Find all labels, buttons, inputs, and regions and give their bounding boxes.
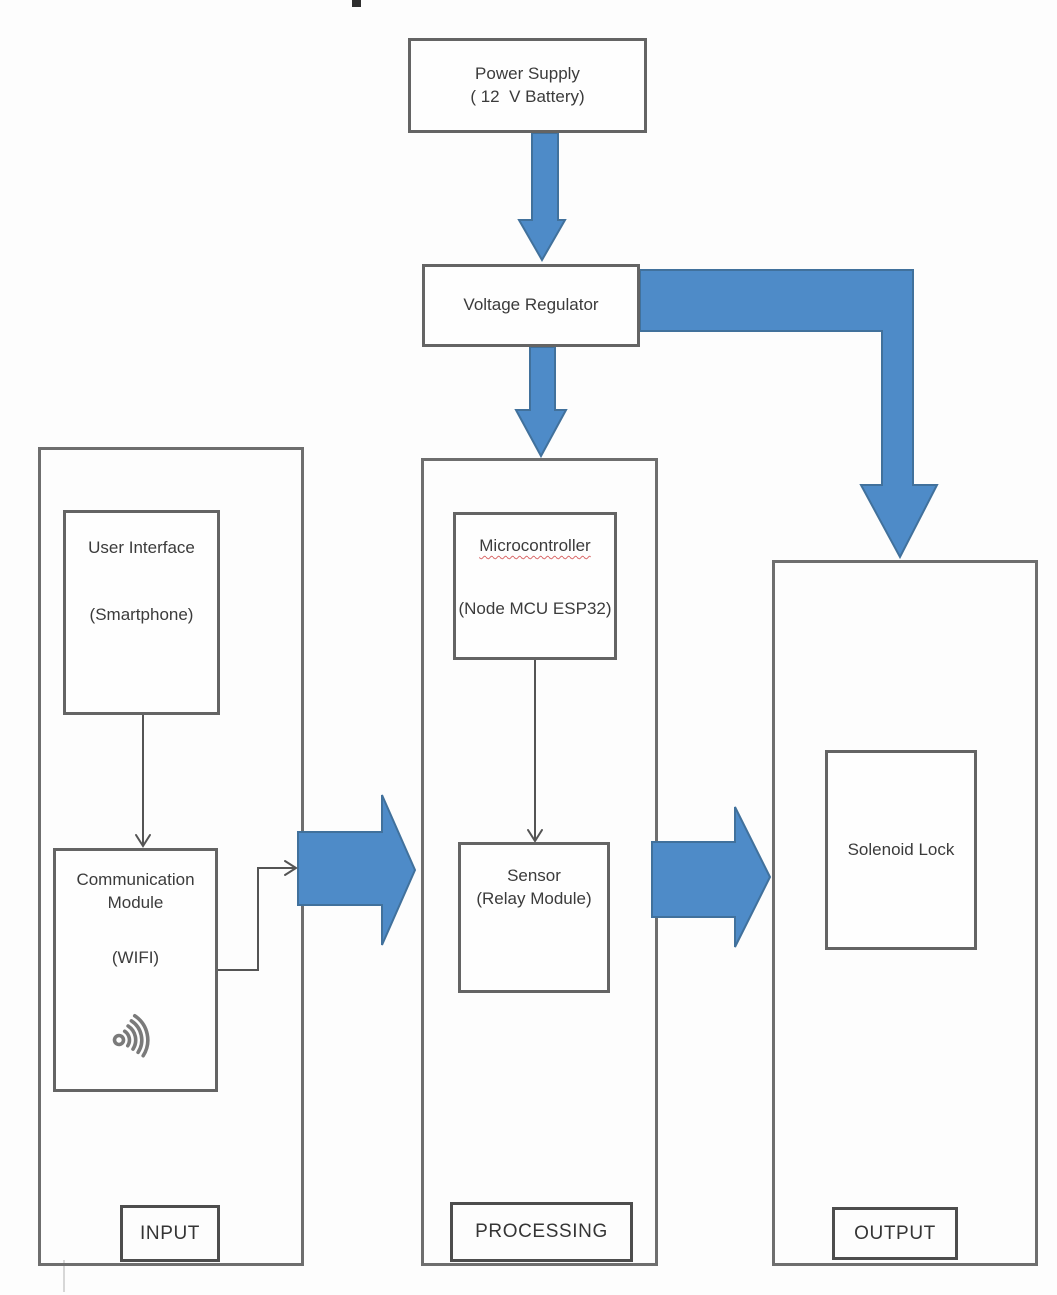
processing-title: PROCESSING <box>475 1221 608 1242</box>
microcontroller-line2: (Node MCU ESP32) <box>458 598 612 618</box>
processing-section-label: PROCESSING <box>450 1202 633 1262</box>
microcontroller-line1: Microcontroller <box>479 536 591 555</box>
communication-module-line2: Module <box>107 892 164 912</box>
sensor-line1: Sensor <box>507 866 561 885</box>
input-section-label: INPUT <box>120 1205 220 1262</box>
output-section-frame <box>772 560 1038 1266</box>
arrowhead-ui-to-comm <box>135 834 151 848</box>
sensor-box: Sensor (Relay Module) <box>458 842 610 993</box>
arrow-input-to-processing <box>297 794 417 946</box>
communication-module-box: Communication Module (WIFI) <box>53 848 218 1092</box>
voltage-regulator-label: Voltage Regulator <box>463 295 599 315</box>
scan-artifact-mark <box>352 0 361 7</box>
input-title: INPUT <box>140 1222 200 1244</box>
power-supply-box: Power Supply ( 12 V Battery) <box>408 38 647 133</box>
output-section-label: OUTPUT <box>832 1207 958 1260</box>
wifi-signal-icon <box>112 1013 150 1058</box>
arrowhead-micro-to-sensor <box>527 829 543 843</box>
scan-artifact-line <box>63 1260 65 1292</box>
connector-comm-elbow <box>217 867 294 971</box>
user-interface-line1: User Interface <box>88 538 195 557</box>
communication-module-line3: (WIFI) <box>111 947 160 967</box>
power-supply-line1: Power Supply <box>475 63 580 83</box>
solenoid-lock-box: Solenoid Lock <box>825 750 977 950</box>
voltage-regulator-box: Voltage Regulator <box>422 264 640 347</box>
user-interface-box: User Interface (Smartphone) <box>63 510 220 715</box>
arrow-regulator-to-output <box>639 269 939 560</box>
arrow-power-to-regulator <box>517 132 567 263</box>
arrowhead-comm-elbow <box>284 860 298 876</box>
arrow-processing-to-output <box>651 806 772 948</box>
power-supply-line2: ( 12 V Battery) <box>470 86 585 106</box>
communication-module-line1: Communication <box>76 870 195 889</box>
solenoid-lock-label: Solenoid Lock <box>847 839 955 859</box>
arrow-regulator-to-processing <box>514 346 568 459</box>
sensor-line2: (Relay Module) <box>476 888 592 908</box>
microcontroller-box: Microcontroller (Node MCU ESP32) <box>453 512 617 660</box>
output-title: OUTPUT <box>854 1222 936 1244</box>
user-interface-line2: (Smartphone) <box>89 604 194 624</box>
